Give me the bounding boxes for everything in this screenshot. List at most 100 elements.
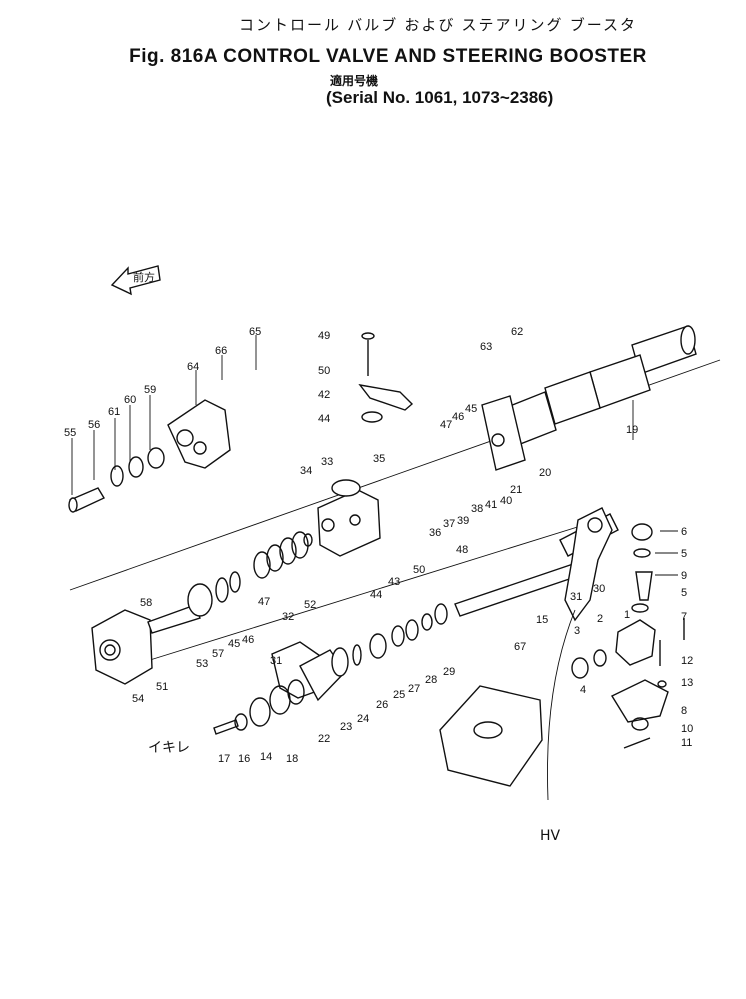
part-label: 39 (457, 515, 469, 527)
part-label: 47 (258, 596, 270, 608)
part-label: 46 (242, 634, 254, 646)
part-label: 53 (196, 658, 208, 670)
direction-arrow-icon: 前方 (110, 265, 161, 296)
part-label: 59 (144, 384, 156, 396)
part-label: 8 (681, 705, 687, 717)
control-valve-body (317, 479, 381, 557)
part-label: 64 (187, 361, 199, 373)
japanese-title: コントロール バルブ および ステアリング ブースタ (239, 17, 637, 34)
part-label: 45 (228, 638, 240, 650)
pin-55 (68, 487, 106, 513)
lower-centerline (149, 519, 601, 661)
lower-seals (213, 679, 305, 735)
part-label: 41 (485, 499, 497, 511)
part-label: 43 (388, 576, 400, 588)
part-label: 45 (465, 403, 477, 415)
part-label: 33 (321, 456, 333, 468)
lower-piston-assembly (271, 603, 448, 702)
part-label: 55 (64, 427, 76, 439)
part-label: 38 (471, 503, 483, 515)
part-label: 23 (340, 721, 352, 733)
part-label: 31 (570, 591, 582, 603)
part-label: 13 (681, 677, 693, 689)
handwritten-note: HV (540, 828, 561, 844)
part-label: 11 (681, 737, 692, 749)
part-label: 5 (681, 587, 687, 599)
lever-arm (358, 332, 414, 423)
part-label: 26 (376, 699, 388, 711)
seal-rings (110, 447, 165, 487)
part-label: 50 (413, 564, 425, 576)
part-label: 67 (514, 641, 526, 653)
part-label: 62 (511, 326, 523, 338)
part-label: 24 (357, 713, 369, 725)
part-label: 19 (626, 424, 638, 436)
bracket-64 (167, 399, 231, 469)
part-label: 30 (593, 583, 605, 595)
part-label: 16 (238, 753, 250, 765)
part-label: 3 (574, 625, 580, 637)
part-label: 42 (318, 389, 330, 401)
spool-assembly (147, 531, 313, 634)
part-label: 2 (597, 613, 603, 625)
part-label: 36 (429, 527, 441, 539)
part-label: 35 (373, 453, 385, 465)
part-label: 56 (88, 419, 100, 431)
hose-line (547, 609, 576, 801)
part-label: 37 (443, 518, 455, 530)
part-label: 50 (318, 365, 330, 377)
part-label: 60 (124, 394, 136, 406)
part-label: 46 (452, 411, 464, 423)
part-label: 51 (156, 681, 168, 693)
part-label: 6 (681, 526, 687, 538)
direction-tag: 前方 (133, 270, 155, 284)
part-label: 25 (393, 689, 405, 701)
part-label: 21 (510, 484, 522, 496)
part-label: 27 (408, 683, 420, 695)
part-labels: 65 66 64 59 60 61 56 55 49 50 42 44 63 6… (64, 326, 693, 765)
part-label: 47 (440, 419, 452, 431)
part-label: 17 (218, 753, 230, 765)
part-label: 48 (456, 544, 468, 556)
right-side-parts (571, 523, 685, 749)
figure-title: Fig. 816A CONTROL VALVE AND STEERING BOO… (129, 46, 647, 67)
part-label: 22 (318, 733, 330, 745)
part-label: 28 (425, 674, 437, 686)
part-label: 40 (500, 495, 512, 507)
part-label: 52 (304, 599, 316, 611)
part-label: 54 (132, 693, 144, 705)
mounting-bracket-67 (439, 685, 543, 787)
part-label: 29 (443, 666, 455, 678)
serial-range: (Serial No. 1061, 1073~2386) (326, 88, 554, 107)
applicable-label: 適用号機 (330, 74, 379, 88)
part-label: 7 (681, 611, 687, 623)
part-label: 32 (282, 611, 294, 623)
part-label: 12 (681, 655, 693, 667)
part-label: 5 (681, 548, 687, 560)
end-cover-54 (91, 609, 153, 685)
part-label: 15 (536, 614, 548, 626)
part-label: 9 (681, 570, 687, 582)
part-label: 14 (260, 751, 272, 763)
part-label: 4 (580, 684, 586, 696)
part-label: 31 (270, 655, 282, 667)
part-label: 34 (300, 465, 312, 477)
booster-cylinder (481, 325, 697, 471)
part-label: 18 (286, 753, 298, 765)
part-label: 44 (318, 413, 330, 425)
part-label: 66 (215, 345, 227, 357)
part-label: 44 (370, 589, 382, 601)
handwritten-note: イキレ (148, 740, 190, 756)
leader-lines (71, 335, 678, 576)
part-label: 10 (681, 723, 693, 735)
part-label: 1 (624, 609, 630, 621)
part-label: 20 (539, 467, 551, 479)
part-label: 63 (480, 341, 492, 353)
part-label: 65 (249, 326, 261, 338)
part-label: 49 (318, 330, 330, 342)
part-label: 57 (212, 648, 224, 660)
part-label: 61 (108, 406, 120, 418)
part-label: 58 (140, 597, 152, 609)
rod-end-clevis (564, 507, 613, 622)
